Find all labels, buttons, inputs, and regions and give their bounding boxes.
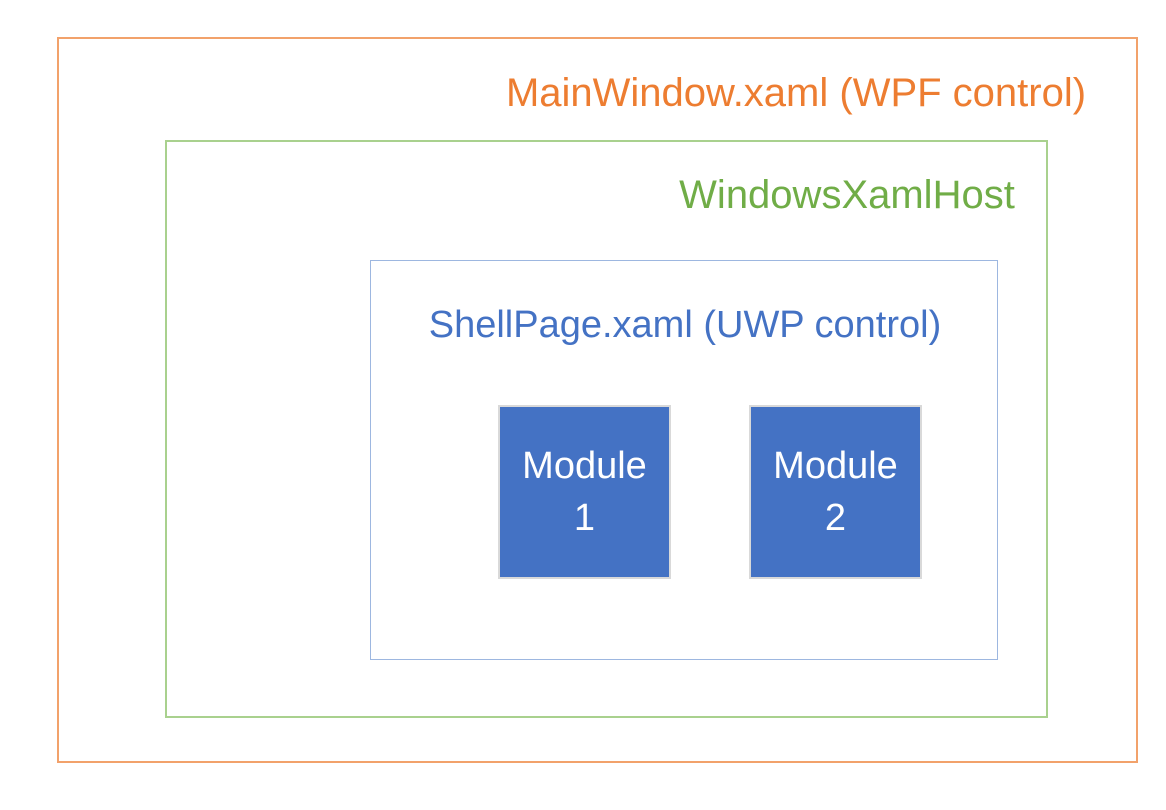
shellpage-uwp-label: ShellPage.xaml (UWP control) <box>428 304 942 346</box>
mainwindow-wpf-box: MainWindow.xaml (WPF control) WindowsXam… <box>57 37 1138 763</box>
mainwindow-wpf-label: MainWindow.xaml (WPF control) <box>505 71 1087 115</box>
shellpage-uwp-box: ShellPage.xaml (UWP control) Module 1 Mo… <box>370 260 998 660</box>
module-2-name: Module <box>773 445 898 487</box>
windowsxamlhost-label: WindowsXamlHost <box>679 173 1015 217</box>
windowsxamlhost-box: WindowsXamlHost ShellPage.xaml (UWP cont… <box>165 140 1048 718</box>
module-1-number: 1 <box>573 497 596 539</box>
module-1-name: Module <box>522 445 647 487</box>
module-1-box: Module 1 <box>498 405 671 579</box>
module-2-number: 2 <box>824 497 847 539</box>
module-2-box: Module 2 <box>749 405 922 579</box>
